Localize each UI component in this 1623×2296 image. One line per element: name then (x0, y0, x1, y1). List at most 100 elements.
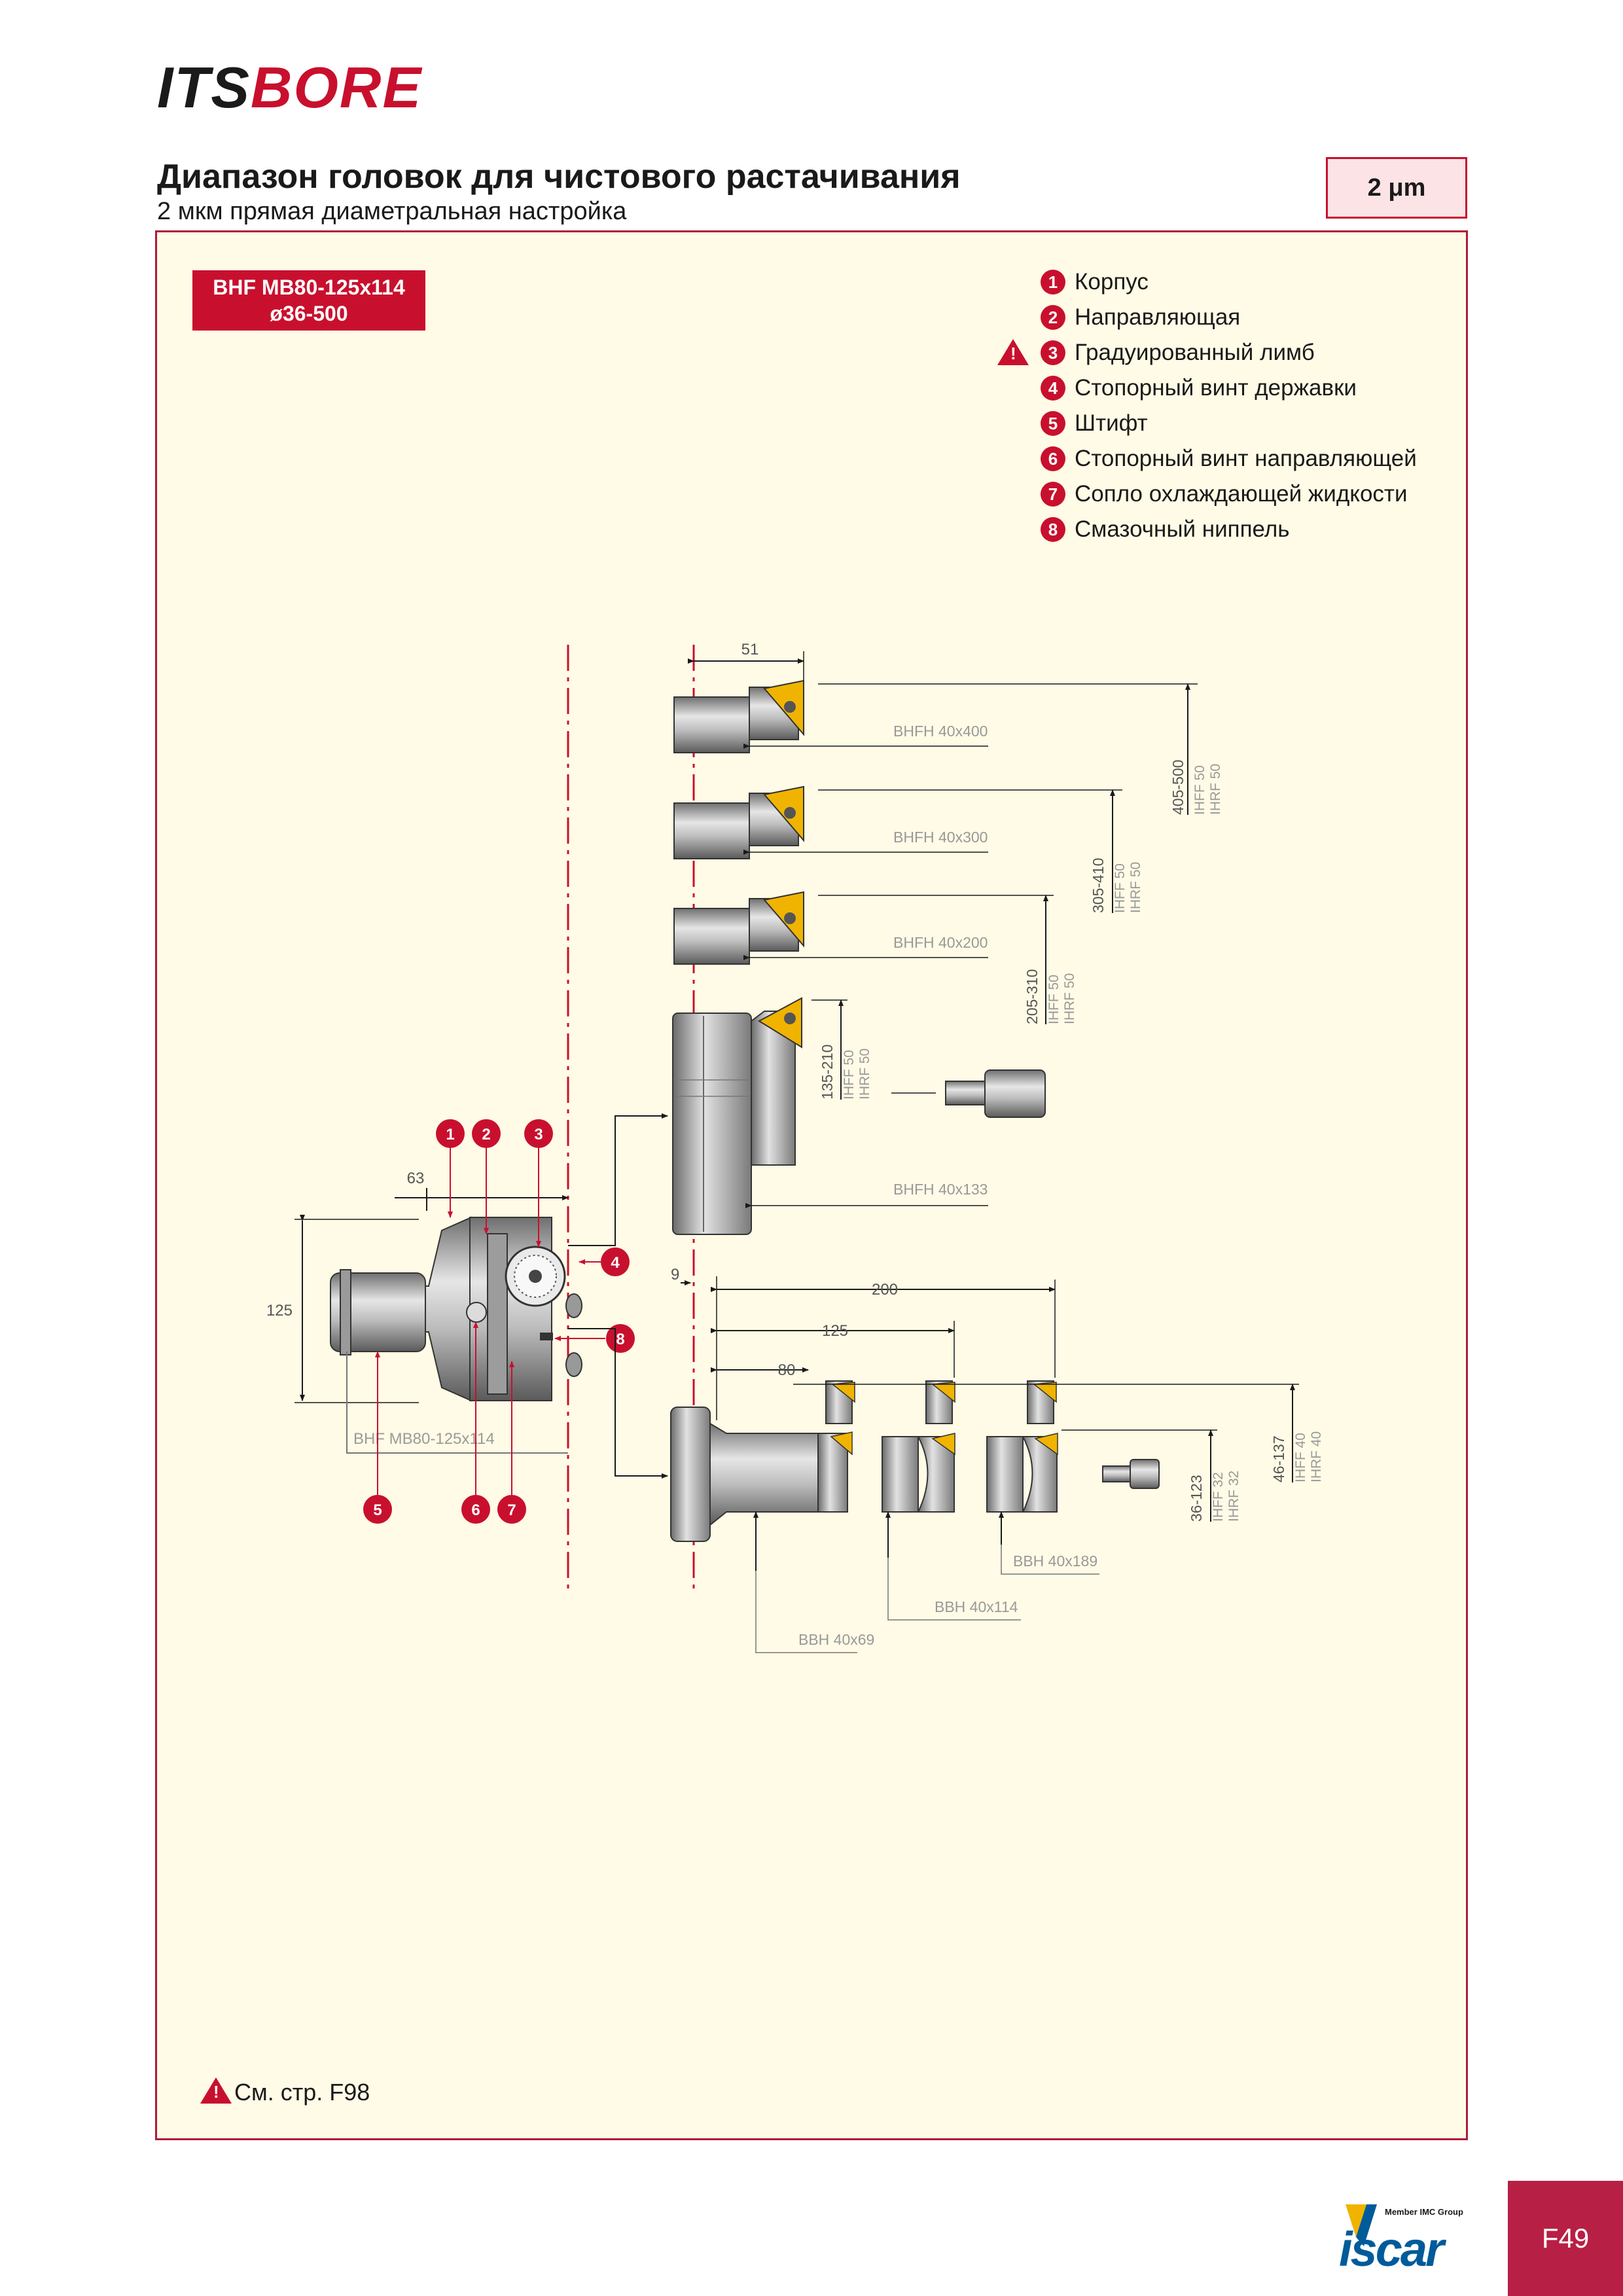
svg-text:IHRF 32: IHRF 32 (1226, 1471, 1241, 1522)
footer-note-text: См. стр. F98 (234, 2079, 370, 2106)
dim-9: 9 (671, 1266, 679, 1283)
insert-cartridges-top (825, 1380, 1057, 1424)
svg-text:36-123: 36-123 (1188, 1475, 1205, 1522)
iscar-logo: Member IMC Group iscar (1338, 2199, 1475, 2281)
legend-label: Сопло охлаждающей жидкости (1075, 481, 1408, 507)
legend-label: Штифт (1075, 410, 1148, 436)
svg-text:BBH 40x69: BBH 40x69 (798, 1631, 874, 1648)
precision-badge: 2 μm (1326, 157, 1467, 219)
footer-note: ! См. стр. F98 (200, 2077, 370, 2106)
svg-text:IHFF 32: IHFF 32 (1211, 1472, 1226, 1522)
legend-number: 5 (1041, 411, 1065, 436)
legend-number: 4 (1041, 376, 1065, 401)
legend-label: Смазочный ниппель (1075, 516, 1290, 542)
svg-text:IHFF 50: IHFF 50 (842, 1050, 857, 1100)
svg-text:3: 3 (534, 1126, 543, 1143)
svg-text:IHRF 50: IHRF 50 (1128, 862, 1143, 913)
legend-item: 2 Направляющая (1041, 300, 1240, 335)
dim-200: 200 (872, 1281, 898, 1299)
callout-2: 2 (472, 1119, 501, 1234)
svg-text:4: 4 (611, 1254, 620, 1272)
svg-text:135-210: 135-210 (819, 1045, 836, 1100)
svg-text:5: 5 (373, 1501, 382, 1519)
cartridge-screw (1102, 1459, 1160, 1489)
warning-icon (997, 339, 1029, 365)
holder-bbh-40x114: BBH 40x114 (882, 1433, 1021, 1621)
svg-text:2: 2 (482, 1126, 490, 1143)
page-number: F49 (1508, 2181, 1623, 2296)
clamp-screw (891, 1069, 1046, 1118)
svg-text:BBH 40x189: BBH 40x189 (1013, 1552, 1097, 1570)
svg-text:BBH 40x114: BBH 40x114 (935, 1598, 1018, 1615)
svg-text:BHFH 40x133: BHFH 40x133 (893, 1181, 988, 1198)
holder-bhfh-40x133: BHFH 40x133 135-210 IHFF 50 IHRF 50 (672, 997, 988, 1235)
warning-icon (200, 2077, 232, 2104)
holder-bbh-40x189: BBH 40x189 (986, 1433, 1099, 1575)
svg-text:Member IMC Group: Member IMC Group (1385, 2207, 1463, 2217)
legend-label: Стопорный винт направляющей (1075, 446, 1417, 471)
legend-number: 6 (1041, 446, 1065, 471)
legend-item: 5 Штифт (1041, 406, 1148, 441)
callout-1: 1 (436, 1119, 465, 1218)
legend-item: 8 Смазочный ниппель (1041, 512, 1290, 547)
callout-8: 8 (554, 1324, 635, 1353)
legend-label: Градуированный лимб (1075, 340, 1315, 365)
svg-text:46-137: 46-137 (1270, 1435, 1287, 1482)
dim-63: 63 (407, 1170, 425, 1187)
page-title: Диапазон головок для чистового растачива… (157, 158, 961, 196)
svg-text:1: 1 (446, 1126, 454, 1143)
legend-number: 8 (1041, 517, 1065, 542)
svg-text:IHRF 50: IHRF 50 (1062, 973, 1077, 1024)
svg-text:IHRF 50: IHRF 50 (857, 1049, 872, 1100)
svg-text:BHFH 40x300: BHFH 40x300 (893, 829, 988, 846)
dim-80: 80 (778, 1361, 796, 1379)
callout-3: 3 (524, 1119, 553, 1247)
callout-6: 6 (461, 1321, 490, 1524)
legend-number: 2 (1041, 305, 1065, 330)
legend-number: 7 (1041, 482, 1065, 507)
holder-bhfh-40x200: BHFH 40x200 205-310 IHFF 50 IHRF 50 (673, 891, 1077, 1024)
svg-text:8: 8 (616, 1331, 624, 1348)
svg-text:205-310: 205-310 (1024, 969, 1041, 1024)
iscar-logo-mark: Member IMC Group iscar (1339, 2204, 1463, 2276)
legend-label: Направляющая (1075, 304, 1241, 330)
svg-text:IHRF 40: IHRF 40 (1309, 1431, 1324, 1482)
model-box: BHF MB80-125x114 ø36-500 (192, 270, 425, 331)
itsbore-logo: ITSBORE (157, 55, 423, 120)
legend-number: 1 (1041, 270, 1065, 295)
model-range: ø36-500 (270, 302, 348, 325)
legend-item: 4 Стопорный винт державки (1041, 370, 1357, 406)
callout-7: 7 (497, 1361, 526, 1524)
legend-item: ! 3 Градуированный лимб (997, 335, 1315, 370)
svg-text:305-410: 305-410 (1090, 858, 1107, 913)
svg-text:BHFH 40x400: BHFH 40x400 (893, 723, 988, 740)
svg-text:405-500: 405-500 (1169, 760, 1186, 815)
holder-bbh-40x69: BBH 40x69 (670, 1407, 874, 1653)
callout-4: 4 (579, 1247, 630, 1276)
legend-number: 3 (1041, 340, 1065, 365)
legend-item: 7 Сопло охлаждающей жидкости (1041, 476, 1408, 512)
svg-text:IHFF 50: IHFF 50 (1192, 765, 1207, 815)
model-name: BHF MB80-125x114 (213, 276, 405, 299)
svg-text:IHRF 50: IHRF 50 (1208, 764, 1223, 815)
boring-head (330, 1216, 582, 1402)
dim-51: 51 (741, 641, 759, 658)
page-subtitle: 2 мкм прямая диаметральная настройка (157, 198, 627, 225)
legend-item: 1 Корпус (1041, 264, 1149, 300)
svg-text:IHFF 50: IHFF 50 (1113, 863, 1128, 913)
legend-label: Стопорный винт державки (1075, 375, 1357, 401)
label-head-model: BHF MB80-125x114 (353, 1430, 495, 1448)
legend-label: Корпус (1075, 269, 1149, 295)
legend-item: 6 Стопорный винт направляющей (1041, 441, 1417, 476)
holder-bhfh-40x400: BHFH 40x400 405-500 IHFF 50 IHRF 50 (673, 679, 1223, 815)
dim-125-vertical: 125 (266, 1302, 293, 1319)
svg-text:IHFF 50: IHFF 50 (1046, 975, 1061, 1024)
svg-text:IHFF 40: IHFF 40 (1293, 1433, 1308, 1482)
holder-bhfh-40x300: BHFH 40x300 305-410 IHFF 50 IHRF 50 (673, 785, 1143, 913)
svg-text:6: 6 (471, 1501, 480, 1519)
svg-text:iscar: iscar (1339, 2222, 1447, 2276)
svg-text:7: 7 (507, 1501, 516, 1519)
callout-5: 5 (363, 1351, 392, 1524)
dim-125-horizontal: 125 (822, 1322, 848, 1340)
